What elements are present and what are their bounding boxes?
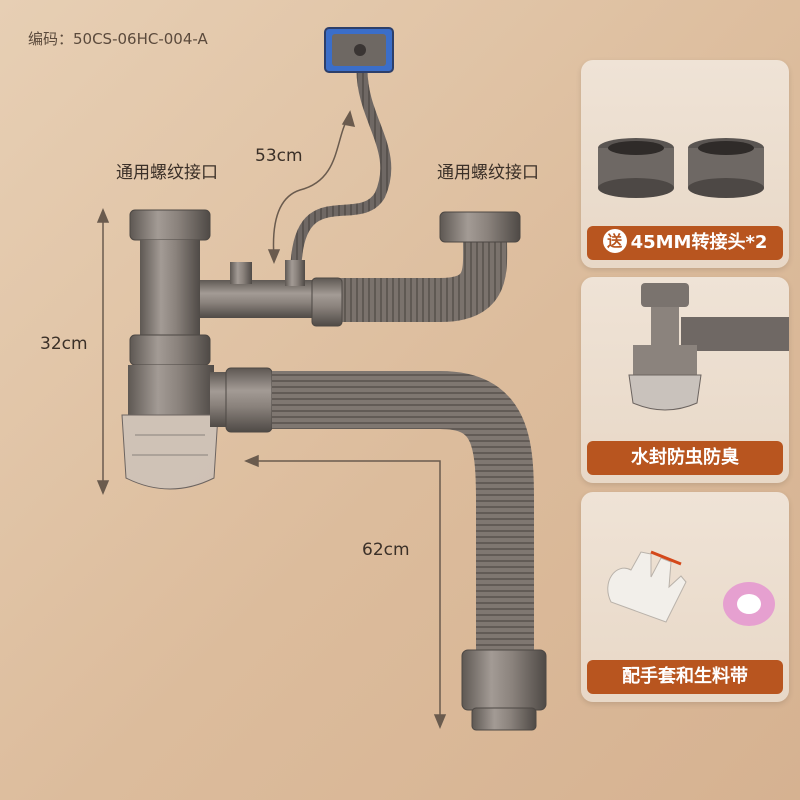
right-connector <box>439 211 521 243</box>
gift-badge: 送 <box>602 229 627 253</box>
drain-length-label: 62cm <box>362 540 410 560</box>
gloves-tape-image <box>607 550 775 626</box>
adapter-gift-text: 45MM转接头*2 <box>630 232 768 253</box>
gloves-tape-card: 配手套和生料带 <box>581 492 789 702</box>
overflow-hose <box>290 69 392 266</box>
left-connector <box>129 209 211 241</box>
water-seal-banner: 水封防虫防臭 <box>587 441 783 475</box>
adapter-rings-image <box>598 138 764 198</box>
gloves-tape-banner: 配手套和生料带 <box>587 660 783 694</box>
water-seal-card: 水封防虫防臭 <box>581 277 789 483</box>
bottom-coupling <box>461 649 547 711</box>
dimension-line-height <box>96 208 110 495</box>
product-code: 编码：50CS-06HC-004-A <box>28 30 208 48</box>
water-seal-trap <box>121 414 219 490</box>
horizontal-tee-pipe <box>180 280 330 318</box>
sink-drain-illustration <box>96 27 547 731</box>
height-label: 32cm <box>40 334 88 354</box>
dimension-line-hose <box>267 110 356 264</box>
left-connector-label: 通用螺纹接口 <box>116 163 218 183</box>
hose-length-label: 53cm <box>255 146 303 166</box>
water-seal-image <box>628 283 789 411</box>
dimension-line-drain <box>244 454 447 729</box>
right-connector-label: 通用螺纹接口 <box>437 163 539 183</box>
